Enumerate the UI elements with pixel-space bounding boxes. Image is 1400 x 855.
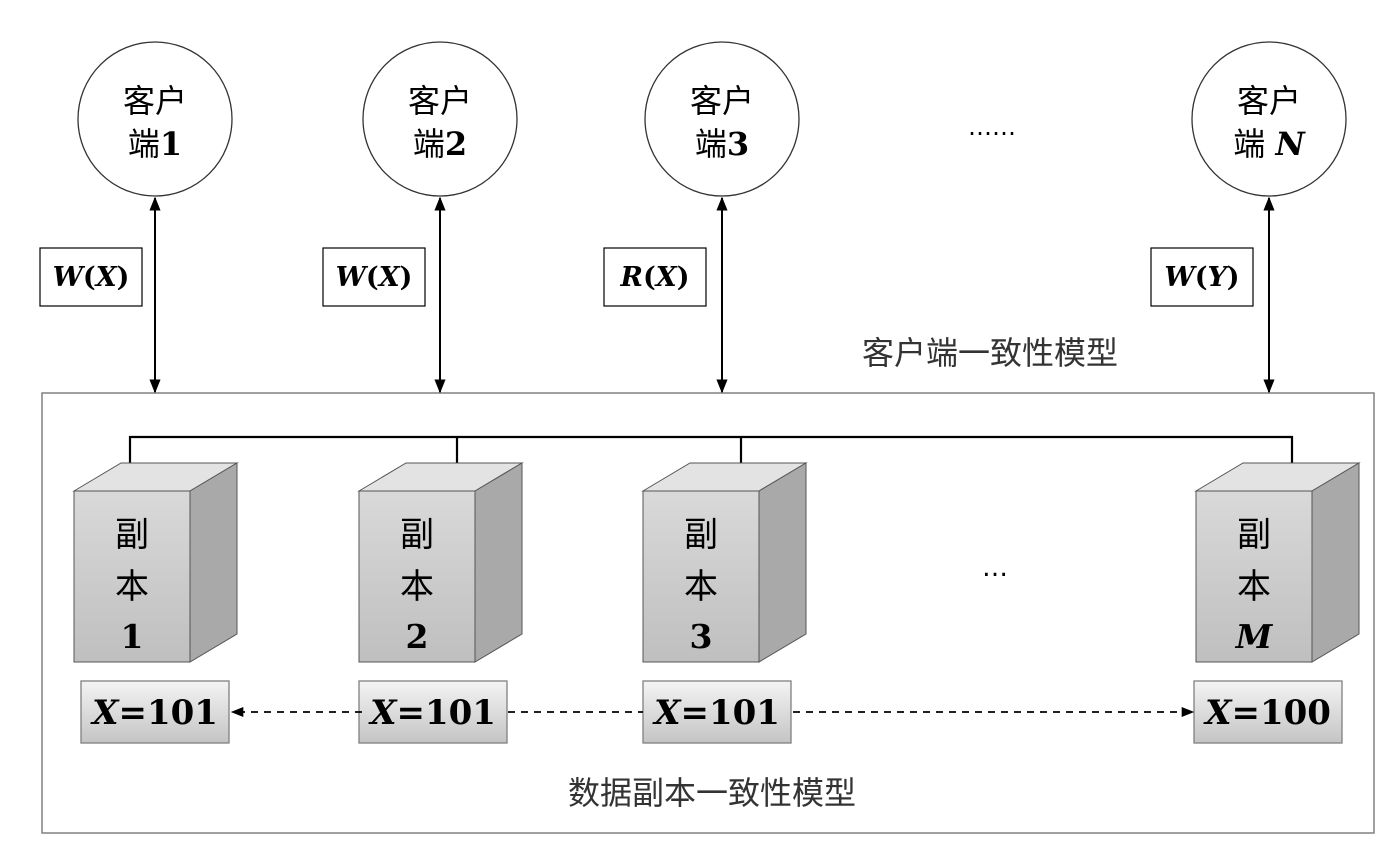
replica-label-line1: 副 — [115, 515, 149, 555]
client-label-line2: 端1 — [128, 125, 182, 163]
replica-value-box-2: X=101 — [358, 680, 508, 744]
replicas-ellipsis: … — [982, 553, 1008, 583]
replica-label-line1: 副 — [684, 515, 718, 555]
client-node-4: 客户端 N W(Y) — [1150, 41, 1347, 394]
replica-label-line1: 副 — [400, 515, 434, 555]
replica-label-line3: 2 — [406, 617, 429, 656]
server-side-face — [189, 462, 238, 663]
server-front-face — [1195, 490, 1313, 663]
server-side-face — [758, 462, 807, 663]
client-circle — [362, 41, 518, 197]
server-side-face — [474, 462, 523, 663]
operation-label: W(X) — [336, 262, 413, 293]
client-label-line2: 端 N — [1233, 125, 1306, 163]
replica-label-line3: 3 — [690, 617, 713, 656]
data-replica-frame — [41, 392, 1375, 834]
replica-value-box-4: X=100 — [1193, 680, 1343, 744]
operation-box-4: W(Y) — [1150, 247, 1254, 307]
client-circle — [77, 41, 233, 197]
replica-label-line2: 本 — [115, 567, 149, 607]
replica-server-4: 副本M — [1194, 462, 1361, 663]
client-label-line2: 端2 — [413, 125, 467, 163]
replica-server-3: 副本 3 — [641, 462, 808, 663]
replica-value-box-1: X=101 — [80, 680, 230, 744]
operation-box-3: R(X) — [603, 247, 707, 307]
client-label-line1: 客户 — [123, 82, 187, 120]
replica-value-label: X=101 — [90, 693, 218, 733]
replica-value-label: X=100 — [1203, 693, 1331, 733]
replica-label-line1: 副 — [1237, 515, 1271, 555]
server-front-face — [642, 490, 760, 663]
client-label-line1: 客户 — [1237, 82, 1301, 120]
replica-value-label: X=101 — [368, 693, 496, 733]
server-front-face — [73, 490, 191, 663]
client-consistency-model-label: 客户端一致性模型 — [862, 334, 1118, 372]
data-replica-consistency-model-label: 数据副本一致性模型 — [568, 774, 856, 812]
operation-box-2: W(X) — [322, 247, 426, 307]
replica-label-line3: 1 — [121, 617, 144, 656]
replica-label-line2: 本 — [400, 567, 434, 607]
operation-label: W(X) — [53, 262, 130, 293]
replica-server-1: 副本 1 — [72, 462, 239, 663]
operation-box-1: W(X) — [39, 247, 143, 307]
operation-label: R(X) — [620, 262, 690, 293]
replica-label-line3: M — [1235, 617, 1274, 656]
replica-server-2: 副本 2 — [357, 462, 524, 663]
server-front-face — [358, 490, 476, 663]
client-circle — [1191, 41, 1347, 197]
operation-label: W(Y) — [1164, 262, 1239, 293]
client-label-line1: 客户 — [690, 82, 754, 120]
client-circle — [644, 41, 800, 197]
replica-value-box-3: X=101 — [642, 680, 792, 744]
clients-ellipsis: …… — [968, 113, 1016, 141]
replica-label-line2: 本 — [1237, 567, 1271, 607]
replica-label-line2: 本 — [684, 567, 718, 607]
replica-value-label: X=101 — [652, 693, 780, 733]
client-label-line1: 客户 — [408, 82, 472, 120]
client-label-line2: 端3 — [695, 125, 749, 163]
server-side-face — [1311, 462, 1360, 663]
